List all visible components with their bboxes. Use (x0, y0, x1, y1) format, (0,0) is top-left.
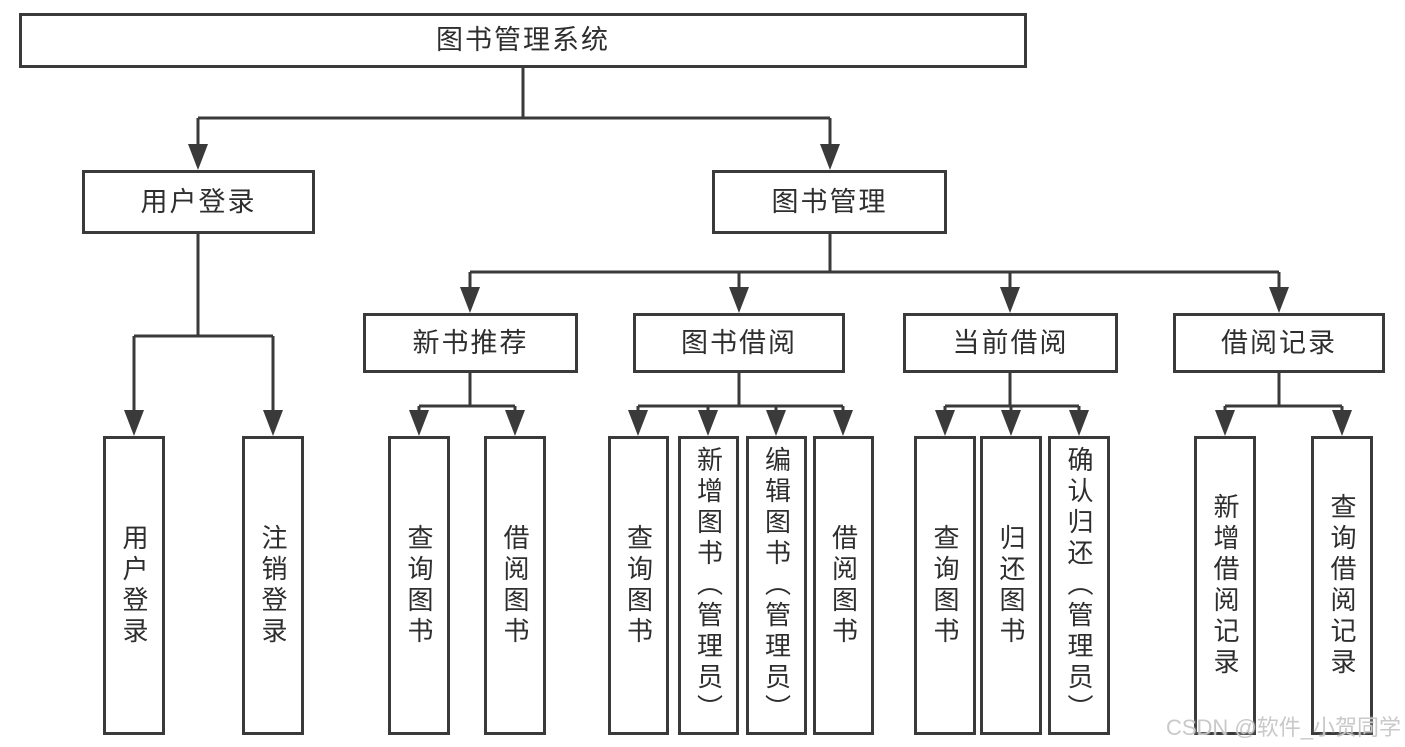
node-book-borrow: 图书借阅 (633, 313, 845, 373)
node-label: 查询图书 (404, 523, 434, 648)
leaf-borrow-borrow-books: 借阅图书 (813, 436, 874, 735)
node-label: 确认归还（管理员） (1064, 446, 1094, 725)
leaf-newbook-borrow-books: 借阅图书 (484, 436, 546, 735)
leaf-records-query-borrow-record: 查询借阅记录 (1311, 436, 1373, 735)
node-label: 查询图书 (930, 523, 960, 648)
arrowheads-user-login-leaves (124, 410, 283, 436)
arrowheads-level2 (188, 144, 840, 170)
edge-current-borrow-to-leaves (943, 373, 1081, 412)
leaf-logout: 注销登录 (242, 436, 304, 735)
arrowheads-borrow-records-leaves (1215, 410, 1352, 436)
node-label: 用户登录 (140, 186, 257, 217)
node-label: 用户登录 (119, 523, 149, 648)
node-label: 新增借阅记录 (1210, 492, 1240, 679)
leaf-borrow-query-books: 查询图书 (608, 436, 669, 735)
leaf-user-login: 用户登录 (103, 436, 165, 735)
node-label: 新增图书（管理员） (693, 446, 724, 725)
edge-book-borrow-to-leaves (636, 373, 845, 412)
node-label: 借阅图书 (500, 523, 530, 648)
node-label: 编辑图书（管理员） (761, 446, 792, 725)
node-label: 图书管理系统 (436, 25, 610, 55)
csdn-watermark: CSDN @软件_小贺同学 (1165, 715, 1401, 740)
node-label: 查询图书 (623, 523, 654, 648)
arrowheads-new-book-leaves (409, 410, 525, 436)
node-borrow-records: 借阅记录 (1173, 313, 1385, 373)
node-label: 借阅记录 (1221, 327, 1337, 358)
node-label: 借阅图书 (828, 523, 859, 648)
node-label: 注销登录 (258, 523, 288, 648)
arrowheads-current-borrow-leaves (935, 410, 1089, 436)
edge-book-management-to-level3 (468, 234, 1281, 289)
node-label: 图书管理 (771, 186, 888, 217)
node-label: 新书推荐 (412, 327, 529, 358)
node-book-management: 图书管理 (712, 170, 947, 234)
edge-borrow-records-to-leaves (1223, 373, 1344, 412)
node-user-login: 用户登录 (82, 170, 315, 234)
node-current-borrow: 当前借阅 (903, 313, 1118, 373)
edge-root-to-level2 (196, 68, 832, 146)
node-label: 图书借阅 (681, 327, 797, 358)
edge-new-book-to-leaves (417, 373, 517, 412)
leaf-current-query-books: 查询图书 (914, 436, 976, 735)
leaf-current-confirm-return-admin: 确认归还（管理员） (1048, 436, 1110, 735)
node-label: 查询借阅记录 (1327, 492, 1357, 679)
edge-user-login-to-leaves (132, 234, 275, 412)
node-library-management-system: 图书管理系统 (19, 13, 1027, 68)
node-label: 当前借阅 (952, 327, 1069, 358)
leaf-newbook-query-books: 查询图书 (388, 436, 450, 735)
node-new-book-recommend: 新书推荐 (363, 313, 578, 373)
leaf-current-return-books: 归还图书 (980, 436, 1042, 735)
arrowheads-book-borrow-leaves (628, 410, 853, 436)
leaf-borrow-edit-books-admin: 编辑图书（管理员） (746, 436, 807, 735)
leaf-records-add-borrow-record: 新增借阅记录 (1194, 436, 1256, 735)
node-label: 归还图书 (996, 523, 1026, 648)
leaf-borrow-add-books-admin: 新增图书（管理员） (678, 436, 739, 735)
arrowheads-level3 (460, 287, 1289, 313)
